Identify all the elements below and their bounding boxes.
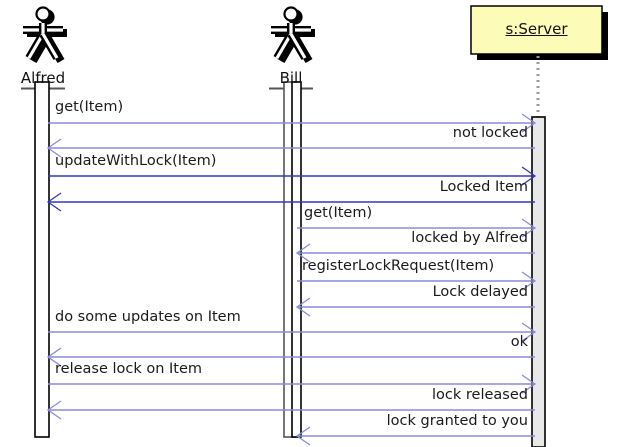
actor-alfred-icon: [23, 6, 67, 64]
message-arrowhead-9: [46, 347, 62, 367]
message-arrowhead-11: [46, 400, 62, 420]
message-9[interactable]: [46, 347, 535, 367]
message-arrowhead-8: [521, 322, 537, 342]
message-7[interactable]: [295, 297, 535, 317]
message-label-11: lock released: [432, 387, 528, 403]
message-label-4: get(Item): [304, 205, 373, 221]
message-arrowhead-5: [295, 243, 311, 263]
message-0[interactable]: [48, 113, 537, 133]
message-label-12: lock granted to you: [386, 413, 528, 429]
message-label-9: ok: [510, 334, 528, 350]
message-11[interactable]: [46, 400, 535, 420]
message-label-2: updateWithLock(Item): [55, 153, 217, 169]
message-arrowhead-4: [521, 218, 537, 238]
message-label-10: release lock on Item: [55, 361, 203, 377]
activation-bar-alfred-bar[interactable]: [34, 81, 50, 438]
object-label-server: s:Server: [505, 20, 568, 38]
message-arrowhead-3: [46, 192, 62, 212]
message-8[interactable]: [48, 322, 537, 342]
message-label-1: not locked: [452, 125, 528, 141]
message-arrowhead-2: [521, 166, 537, 186]
object-box-server[interactable]: [470, 5, 603, 55]
message-label-3: Locked Item: [439, 179, 528, 195]
message-6[interactable]: [297, 271, 537, 291]
actor-label-alfred: Alfred: [20, 69, 66, 87]
message-arrowhead-10: [521, 374, 537, 394]
message-3[interactable]: [46, 192, 535, 212]
actor-bill-icon: [271, 6, 315, 64]
message-4[interactable]: [297, 218, 537, 238]
message-5[interactable]: [295, 243, 535, 263]
message-1[interactable]: [46, 138, 535, 158]
message-label-6: registerLockRequest(Item): [302, 258, 495, 274]
activation-bar-bill-bar-inner[interactable]: [291, 81, 302, 438]
message-arrowhead-0: [521, 113, 537, 133]
message-label-0: get(Item): [55, 99, 124, 115]
message-label-8: do some updates on Item: [55, 309, 241, 325]
message-arrowhead-1: [46, 138, 62, 158]
message-10[interactable]: [48, 374, 537, 394]
message-label-7: Lock delayed: [432, 284, 528, 300]
message-12[interactable]: [295, 426, 535, 446]
actor-label-bill: Bill: [279, 69, 303, 87]
message-arrowhead-6: [521, 271, 537, 291]
message-2[interactable]: [48, 166, 537, 186]
message-arrowhead-7: [295, 297, 311, 317]
message-label-5: locked by Alfred: [411, 230, 528, 246]
message-arrowhead-12: [295, 426, 311, 446]
activation-bar-server-bar[interactable]: [531, 116, 546, 447]
